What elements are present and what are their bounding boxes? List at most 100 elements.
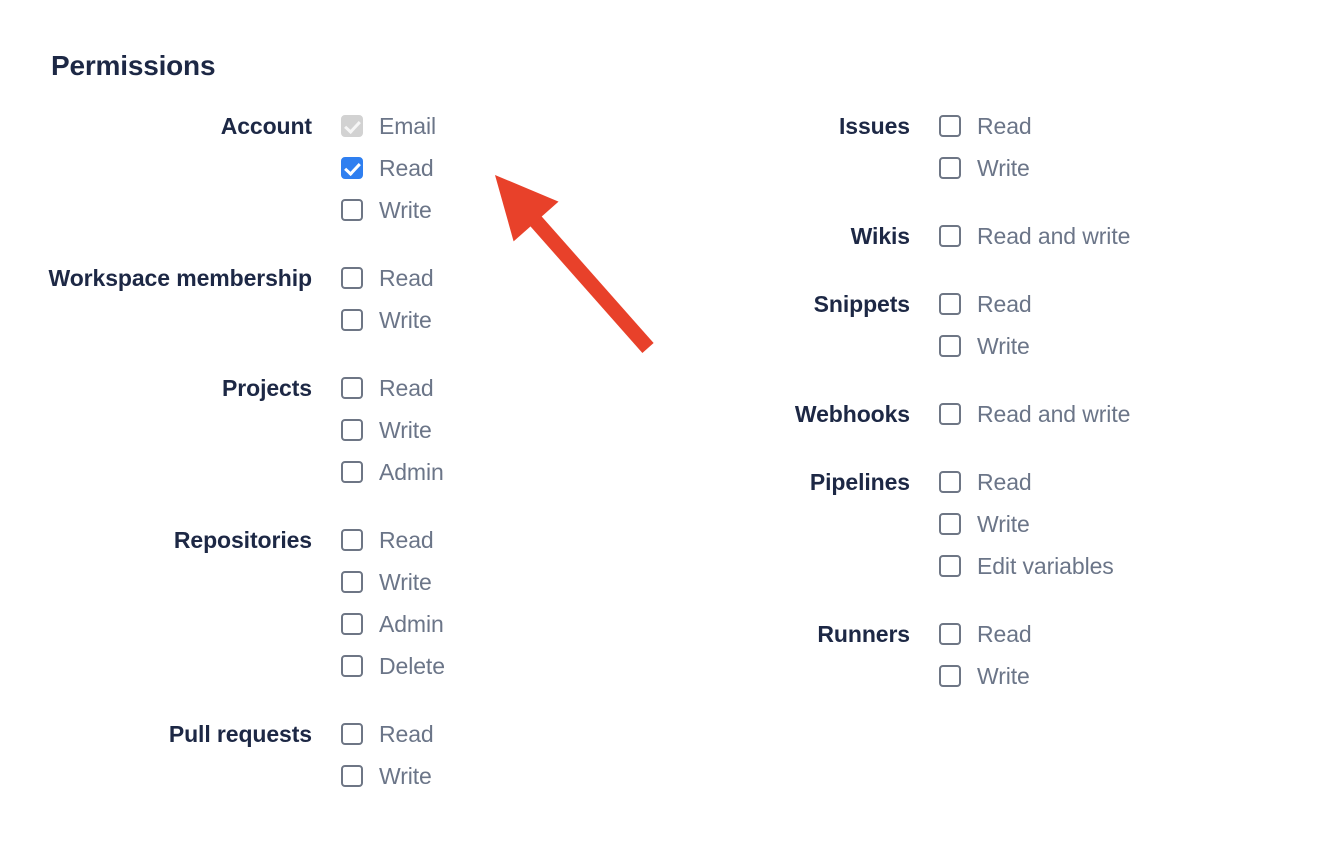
permission-option-list: Read and write [939,393,1300,435]
permission-group-label: Repositories [173,527,312,553]
permission-option-label: Read [379,721,434,747]
checkbox-unchecked-icon[interactable] [939,335,961,357]
permission-option-label: Read [379,527,434,553]
permission-option-label: Read [379,155,434,181]
permission-group-label: Projects [222,375,312,401]
permission-option-snippets-write[interactable]: Write [939,325,1300,367]
checkbox-unchecked-icon[interactable] [341,723,363,745]
permission-option-label: Read [379,265,434,291]
checkbox-unchecked-icon[interactable] [939,157,961,179]
permission-group-label: Snippets [813,291,910,317]
permission-option-label: Read and write [977,223,1131,249]
permission-option-projects-write[interactable]: Write [341,409,660,451]
page-title: Permissions [51,50,216,81]
checkbox-unchecked-icon[interactable] [341,571,363,593]
permission-group-label: Workspace membership [48,265,313,291]
permission-option-label: Read and write [977,401,1131,427]
checkbox-disabled-checked-icon [341,115,363,137]
permission-option-runners-read[interactable]: Read [939,613,1300,655]
checkbox-unchecked-icon[interactable] [939,115,961,137]
permission-option-repositories-write[interactable]: Write [341,561,660,603]
permission-option-repositories-admin[interactable]: Admin [341,603,660,645]
permission-option-account-write[interactable]: Write [341,189,660,231]
permission-option-account-email[interactable]: Email [341,105,660,147]
checkbox-unchecked-icon[interactable] [939,513,961,535]
checkbox-unchecked-icon[interactable] [341,655,363,677]
permission-option-pull-requests-write[interactable]: Write [341,755,660,797]
checkbox-unchecked-icon[interactable] [341,613,363,635]
permission-group-label: Webhooks [794,401,910,427]
checkbox-unchecked-icon[interactable] [939,623,961,645]
permission-option-projects-admin[interactable]: Admin [341,451,660,493]
permission-option-pipelines-write[interactable]: Write [939,503,1300,545]
permission-option-snippets-read[interactable]: Read [939,283,1300,325]
permission-group-label: Issues [838,113,910,139]
permission-option-label: Read [977,469,1032,495]
checkbox-checked-icon[interactable] [341,157,363,179]
permission-option-label: Write [379,569,432,595]
permission-option-label: Email [379,113,437,139]
permission-option-wikis-read-and-write[interactable]: Read and write [939,215,1300,257]
permission-option-list: Read and write [939,215,1300,257]
checkbox-unchecked-icon[interactable] [939,665,961,687]
permission-option-issues-write[interactable]: Write [939,147,1300,189]
permission-option-webhooks-read-and-write[interactable]: Read and write [939,393,1300,435]
checkbox-unchecked-icon[interactable] [341,377,363,399]
permission-option-pipelines-edit-variables[interactable]: Edit variables [939,545,1300,587]
checkbox-unchecked-icon[interactable] [939,293,961,315]
checkbox-unchecked-icon[interactable] [341,419,363,441]
checkbox-unchecked-icon[interactable] [939,225,961,247]
permission-option-workspace-membership-read[interactable]: Read [341,257,660,299]
permission-option-label: Write [379,307,432,333]
permission-group-label: Runners [817,621,910,647]
permission-option-pipelines-read[interactable]: Read [939,461,1300,503]
permission-option-runners-write[interactable]: Write [939,655,1300,697]
permission-group-label: Wikis [850,223,910,249]
permission-option-repositories-read[interactable]: Read [341,519,660,561]
permission-option-label: Write [379,763,432,789]
permission-option-label: Delete [379,653,445,679]
permission-option-issues-read[interactable]: Read [939,105,1300,147]
checkbox-unchecked-icon[interactable] [939,555,961,577]
checkbox-unchecked-icon[interactable] [341,461,363,483]
permission-option-account-read[interactable]: Read [341,147,660,189]
permission-option-workspace-membership-write[interactable]: Write [341,299,660,341]
permission-option-label: Edit variables [977,553,1114,579]
checkbox-unchecked-icon[interactable] [341,765,363,787]
permission-option-pull-requests-read[interactable]: Read [341,713,660,755]
checkbox-unchecked-icon[interactable] [341,199,363,221]
permission-option-label: Write [379,197,432,223]
permission-option-projects-read[interactable]: Read [341,367,660,409]
permission-option-label: Admin [379,611,444,637]
checkbox-unchecked-icon[interactable] [341,267,363,289]
checkbox-unchecked-icon[interactable] [939,471,961,493]
checkbox-unchecked-icon[interactable] [341,309,363,331]
checkbox-unchecked-icon[interactable] [939,403,961,425]
permission-option-label: Read [977,113,1032,139]
permission-option-label: Write [379,417,432,443]
permission-group-label: Pipelines [809,469,910,495]
permission-option-label: Read [977,291,1032,317]
permission-option-label: Write [977,511,1030,537]
permission-option-repositories-delete[interactable]: Delete [341,645,660,687]
checkbox-unchecked-icon[interactable] [341,529,363,551]
permission-group-label: Account [220,113,312,139]
permission-option-label: Write [977,333,1030,359]
